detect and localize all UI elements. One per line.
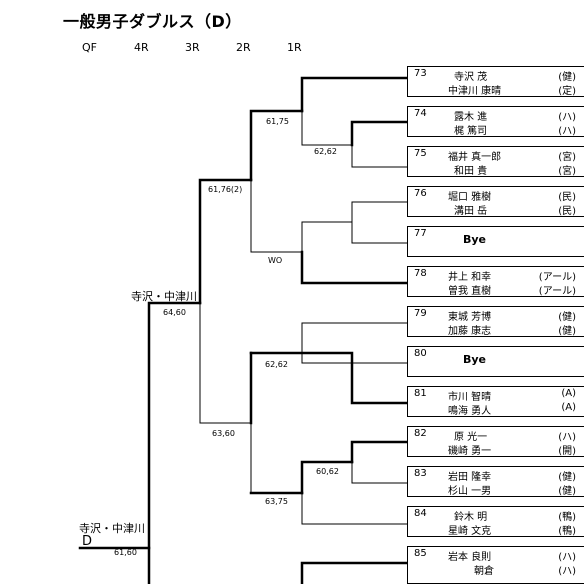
player-name: 鈴木 明 bbox=[454, 512, 488, 523]
entry-number: 75 bbox=[414, 148, 427, 159]
entry-83: 83 岩田 隆幸 (健) 杉山 一男 (健) bbox=[407, 466, 584, 497]
round-label-4r: 4R bbox=[134, 41, 149, 54]
match-score: 62,62 bbox=[314, 147, 337, 156]
entry-number: 77 bbox=[414, 228, 427, 239]
entry-78: 78 井上 和幸 (アール) 曽我 直樹 (アール) bbox=[407, 266, 584, 297]
player-name: 加藤 康志 bbox=[448, 326, 492, 337]
club-name: (アール) bbox=[538, 272, 576, 283]
semi-winner-label: 寺沢・中津川 bbox=[131, 290, 197, 303]
player-name: 杉山 一男 bbox=[448, 486, 492, 497]
match-score: 61,76(2) bbox=[208, 185, 243, 194]
club-name: (A) bbox=[561, 402, 576, 413]
entry-number: 84 bbox=[414, 508, 427, 519]
entry-81: 81 市川 智晴 (A) 鳴海 勇人 (A) bbox=[407, 386, 584, 417]
player-name: 溝田 岳 bbox=[454, 206, 488, 217]
match-score: 63,60 bbox=[212, 429, 235, 438]
entry-73: 73 寺沢 茂 (健) 中津川 康晴 (定) bbox=[407, 66, 584, 97]
player-name: 曽我 直樹 bbox=[448, 286, 492, 297]
club-name: (A) bbox=[561, 388, 576, 399]
entry-number: 73 bbox=[414, 68, 427, 79]
club-name: (定) bbox=[558, 86, 576, 97]
bye-label: Bye bbox=[463, 353, 487, 366]
entry-74: 74 露木 進 (ハ) 梶 篤司 (ハ) bbox=[407, 106, 584, 137]
player-name: 磯崎 勇一 bbox=[448, 446, 492, 457]
entry-number: 85 bbox=[414, 548, 427, 559]
club-name: (健) bbox=[558, 312, 576, 323]
entry-number: 83 bbox=[414, 468, 427, 479]
round-label-1r: 1R bbox=[287, 41, 302, 54]
entry-75: 75 福井 真一郎 (宮) 和田 貴 (宮) bbox=[407, 146, 584, 177]
player-name: 市川 智晴 bbox=[448, 392, 492, 403]
match-score: 61,75 bbox=[266, 117, 289, 126]
final-winner-label: 寺沢・中津川 bbox=[79, 522, 145, 535]
page-title: 一般男子ダブルス（D） bbox=[63, 12, 242, 31]
match-score: WO bbox=[268, 256, 283, 265]
player-name: 岩本 良則 bbox=[448, 552, 492, 563]
player-name: 梶 篤司 bbox=[454, 126, 488, 137]
player-name: 井上 和幸 bbox=[448, 272, 492, 283]
entry-number: 79 bbox=[414, 308, 427, 319]
club-name: (鴨) bbox=[558, 512, 576, 523]
club-name: (ハ) bbox=[558, 126, 576, 137]
entry-76: 76 堀口 雅樹 (民) 溝田 岳 (民) bbox=[407, 186, 584, 217]
entry-80: 80 Bye bbox=[407, 346, 584, 377]
player-name: 原 光一 bbox=[454, 432, 488, 443]
club-name: (ハ) bbox=[558, 432, 576, 443]
club-name: (民) bbox=[558, 192, 576, 203]
champion-letter: D bbox=[82, 534, 93, 549]
player-name: 星崎 文克 bbox=[448, 526, 492, 537]
entry-85: 85 岩本 良則 (ハ) 朝倉 (ハ) bbox=[407, 546, 584, 584]
round-label-3r: 3R bbox=[185, 41, 200, 54]
entry-number: 81 bbox=[414, 388, 427, 399]
match-score: 64,60 bbox=[163, 308, 186, 317]
entry-79: 79 東城 芳博 (健) 加藤 康志 (健) bbox=[407, 306, 584, 337]
club-name: (健) bbox=[558, 72, 576, 83]
player-name: 寺沢 茂 bbox=[454, 72, 488, 83]
match-score: 60,62 bbox=[316, 467, 339, 476]
entry-number: 76 bbox=[414, 188, 427, 199]
match-score: 62,62 bbox=[265, 360, 288, 369]
match-score: 61,60 bbox=[114, 548, 137, 557]
entry-number: 82 bbox=[414, 428, 427, 439]
player-name: 鳴海 勇人 bbox=[448, 406, 492, 417]
round-label-2r: 2R bbox=[236, 41, 251, 54]
entry-number: 80 bbox=[414, 348, 427, 359]
entry-82: 82 原 光一 (ハ) 磯崎 勇一 (開) bbox=[407, 426, 584, 457]
entry-77: 77 Bye bbox=[407, 226, 584, 257]
club-name: (鴨) bbox=[558, 526, 576, 537]
entry-number: 78 bbox=[414, 268, 427, 279]
entry-84: 84 鈴木 明 (鴨) 星崎 文克 (鴨) bbox=[407, 506, 584, 537]
club-name: (ハ) bbox=[558, 112, 576, 123]
player-name: 露木 進 bbox=[454, 112, 488, 123]
club-name: (健) bbox=[558, 472, 576, 483]
bye-label: Bye bbox=[463, 233, 487, 246]
player-name: 朝倉 bbox=[474, 566, 494, 577]
club-name: (健) bbox=[558, 326, 576, 337]
club-name: (ハ) bbox=[558, 552, 576, 563]
player-name: 堀口 雅樹 bbox=[448, 192, 492, 203]
club-name: (ハ) bbox=[558, 566, 576, 577]
club-name: (開) bbox=[558, 446, 576, 457]
player-name: 和田 貴 bbox=[454, 166, 488, 177]
club-name: (アール) bbox=[538, 286, 576, 297]
club-name: (民) bbox=[558, 206, 576, 217]
club-name: (健) bbox=[558, 486, 576, 497]
entry-number: 74 bbox=[414, 108, 427, 119]
player-name: 福井 真一郎 bbox=[448, 152, 502, 163]
match-score: 63,75 bbox=[265, 497, 288, 506]
round-label-qf: QF bbox=[82, 41, 97, 54]
club-name: (宮) bbox=[558, 166, 576, 177]
player-name: 中津川 康晴 bbox=[448, 86, 502, 97]
player-name: 東城 芳博 bbox=[448, 312, 492, 323]
club-name: (宮) bbox=[558, 152, 576, 163]
player-name: 岩田 隆幸 bbox=[448, 472, 492, 483]
